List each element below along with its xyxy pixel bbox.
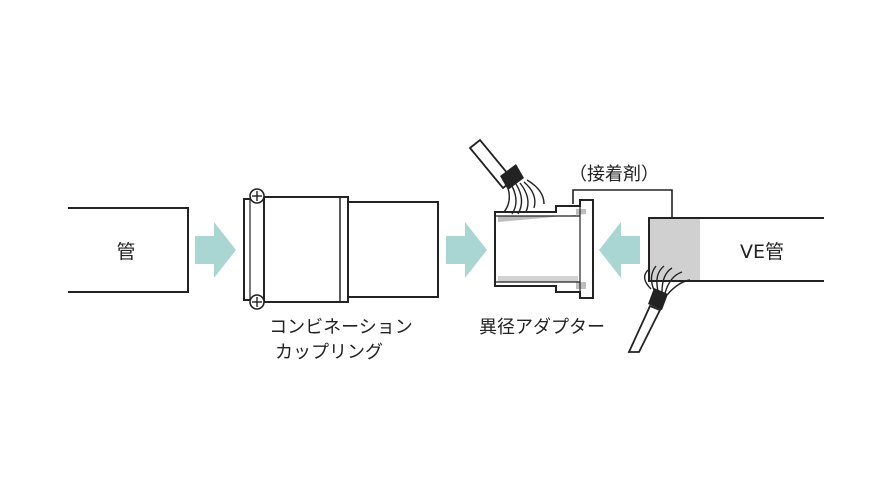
adhesive-bracket: （接着剤） (569, 164, 673, 218)
left-pipe: 管 (68, 207, 189, 293)
ve-pipe: VE管 (648, 217, 824, 282)
right-arrow-1 (195, 222, 236, 278)
left-arrow (599, 222, 640, 278)
adhesive-label: （接着剤） (569, 164, 659, 185)
brush-icon (627, 265, 691, 353)
adapter-label: 異径アダプター (479, 317, 605, 338)
pipe-label: 管 (116, 241, 135, 263)
ve-pipe-label: VE管 (740, 241, 784, 263)
screw-icon (249, 188, 265, 204)
coupling-label-line2: カップリング (275, 342, 383, 363)
combination-coupling (243, 188, 439, 310)
reducer-adapter (494, 199, 594, 299)
right-arrow-2 (446, 222, 487, 278)
brush-icon (468, 138, 545, 215)
coupling-label-line1: コンビネーション (269, 317, 413, 338)
screw-icon (249, 294, 265, 310)
